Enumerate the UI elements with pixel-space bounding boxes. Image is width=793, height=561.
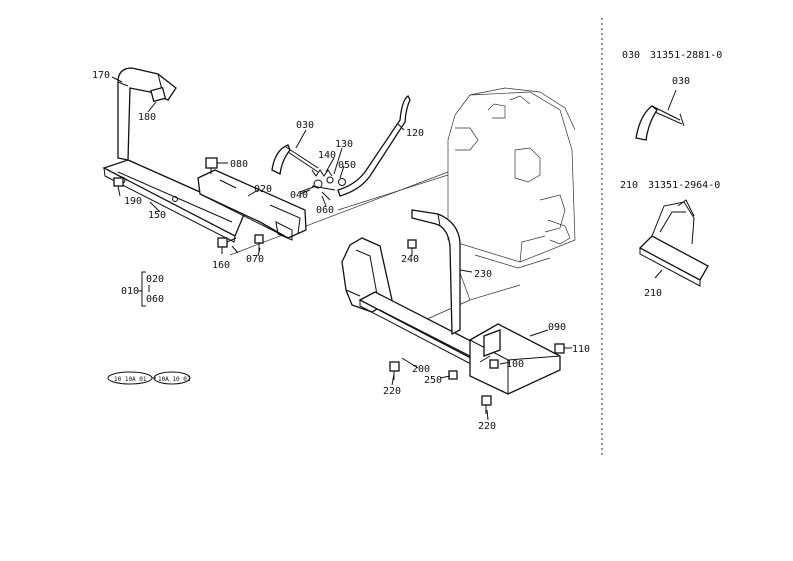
engine-block xyxy=(447,87,576,269)
detail-pedal-030: 030 xyxy=(635,76,690,141)
callout-220-left: 220 xyxy=(383,386,401,397)
bolt-070 xyxy=(254,234,264,252)
kit-group: 010 020 060 xyxy=(121,271,164,307)
callout-020: 020 xyxy=(254,184,272,195)
bolt-220a xyxy=(389,361,400,380)
callout-250: 250 xyxy=(424,375,442,386)
leader-lines xyxy=(111,76,549,421)
pedal-030 xyxy=(271,144,319,175)
bracket-020 xyxy=(197,169,307,241)
kit-item-060: 060 xyxy=(146,294,164,305)
handle-230 xyxy=(411,209,461,336)
callout-090: 090 xyxy=(548,322,566,333)
callout-040: 040 xyxy=(290,190,308,201)
badge-left: 10 10A 01 xyxy=(114,376,147,383)
part-ref-030: 030 xyxy=(622,50,640,61)
handle-170 xyxy=(117,67,177,161)
kit-item-020: 020 xyxy=(146,274,164,285)
guide-lines xyxy=(229,171,521,321)
bolt-160 xyxy=(217,237,237,254)
bolt-110 xyxy=(554,343,572,354)
bolt-220b xyxy=(481,395,492,414)
bolt-080 xyxy=(205,157,228,174)
callout-080: 080 xyxy=(230,159,248,170)
reference-badges: 10 10A 01 10A 10 02 xyxy=(107,371,191,385)
callout-150: 150 xyxy=(148,210,166,221)
detail-bracket-210: 210 xyxy=(638,199,709,299)
detail-callout-030: 030 xyxy=(672,76,690,87)
part-number-210: 31351-2964-0 xyxy=(648,180,720,191)
callout-030: 030 xyxy=(296,120,314,131)
callout-060: 060 xyxy=(316,205,334,216)
callout-110: 110 xyxy=(572,344,590,355)
callout-140: 140 xyxy=(318,150,336,161)
callout-240: 240 xyxy=(401,254,419,265)
detail-callout-210: 210 xyxy=(644,288,662,299)
badge-right: 10A 10 02 xyxy=(158,376,191,383)
callout-200: 200 xyxy=(412,364,430,375)
linkage-pins xyxy=(299,169,346,201)
callout-labels: 170 180 190 150 080 020 030 140 130 050 … xyxy=(92,70,590,432)
bracket-090 xyxy=(469,323,561,395)
bolt-190 xyxy=(113,177,124,197)
bolt-250 xyxy=(448,370,458,380)
kit-prefix: 010 xyxy=(121,286,139,297)
callout-130: 130 xyxy=(335,139,353,150)
rod-120 xyxy=(337,95,411,197)
callout-160: 160 xyxy=(212,260,230,271)
detail-panel: 030 31351-2881-0 030 210 31351-2964-0 21… xyxy=(620,50,722,299)
callout-180: 180 xyxy=(138,112,156,123)
callout-230: 230 xyxy=(474,269,492,280)
callout-070: 070 xyxy=(246,254,264,265)
callout-170: 170 xyxy=(92,70,110,81)
callout-220-right: 220 xyxy=(478,421,496,432)
bolt-100 xyxy=(489,359,499,369)
part-ref-210: 210 xyxy=(620,180,638,191)
part-number-030: 31351-2881-0 xyxy=(650,50,722,61)
callout-120: 120 xyxy=(406,128,424,139)
callout-190: 190 xyxy=(124,196,142,207)
callout-100: 100 xyxy=(506,359,524,370)
callout-050: 050 xyxy=(338,160,356,171)
